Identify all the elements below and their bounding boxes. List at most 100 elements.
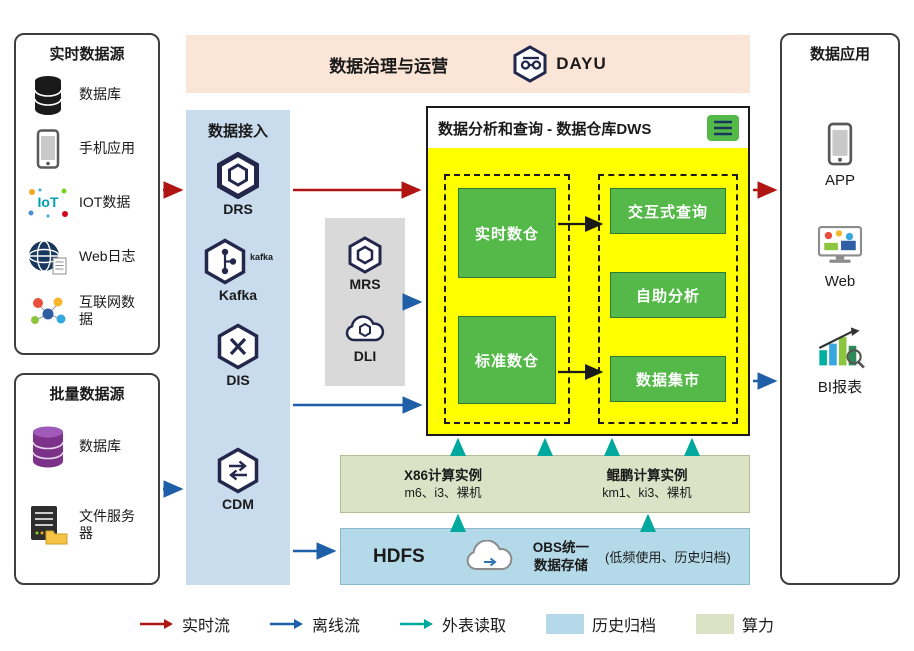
list-item: APP	[825, 122, 855, 189]
dayu-label: DAYU	[556, 54, 607, 73]
batch-sources-panel: 批量数据源 数据库	[14, 373, 160, 585]
internet-data-icon	[26, 294, 70, 328]
data-ingestion-panel: 数据接入 DRS kafka Kafka	[186, 110, 290, 585]
archive-swatch	[546, 614, 584, 634]
legend-label: 算力	[742, 618, 775, 635]
legend-item-offline-flow: 离线流	[269, 612, 360, 636]
applications-title: 数据应用	[809, 46, 870, 63]
x86-compute: X86计算实例 m6、i3、裸机	[341, 456, 545, 512]
obs-line2: 数据存储	[533, 557, 588, 573]
source-label: 数据库	[79, 438, 121, 455]
web-log-globe-icon	[26, 238, 70, 276]
warehouse-right-group	[598, 174, 738, 424]
realtime-warehouse-node: 实时数仓	[458, 188, 556, 278]
source-label: 互联网数据	[79, 293, 135, 328]
legend-label: 实时流	[181, 618, 230, 635]
iot-icon: IoT	[26, 186, 70, 220]
list-item: 互联网数据	[26, 284, 152, 338]
application-label: APP	[824, 172, 855, 189]
service-label: DIS	[226, 372, 250, 388]
database-icon	[26, 74, 70, 116]
kafka-wordmark: kafka	[249, 252, 274, 262]
list-item: IoT IOT数据	[26, 176, 152, 230]
storage-panel: HDFS OBS统一 数据存储 (低频使用、历史归档)	[340, 528, 750, 585]
obs-line1: OBS统一	[532, 539, 589, 555]
mrs-hexagon-icon	[348, 236, 382, 274]
realtime-sources-title: 实时数据源	[49, 46, 125, 63]
dayu-hexagon-icon	[513, 45, 547, 83]
drs-service: DRS	[186, 152, 290, 217]
source-label: 手机应用	[79, 140, 135, 157]
application-label: Web	[824, 273, 856, 290]
compute-spec: m6、i3、裸机	[404, 485, 482, 500]
service-label: MRS	[349, 276, 381, 292]
self-service-analysis-node: 自助分析	[610, 272, 726, 318]
realtime-sources-list: 数据库 手机应用 IoT	[16, 64, 158, 338]
cdm-service: CDM	[186, 447, 290, 512]
legend-label: 外表读取	[441, 618, 506, 635]
batch-sources-list: 数据库 文件服务器	[16, 404, 158, 564]
warehouse-left-group	[444, 174, 570, 424]
application-label: BI报表	[817, 379, 863, 396]
obs-cloud-icon	[466, 539, 513, 570]
kafka-hexagon-icon	[204, 238, 246, 285]
warehouse-panel: 数据分析和查询 - 数据仓库DWS 实时数仓 标准数仓 交互式查询 自助分析 数…	[426, 106, 750, 436]
compute-swatch	[696, 614, 735, 634]
kafka-service: kafka Kafka	[186, 238, 290, 303]
realtime-sources-panel: 实时数据源 数据库	[14, 33, 160, 355]
source-label: IOT数据	[79, 194, 131, 211]
mrs-service: MRS	[325, 236, 405, 292]
source-label: 文件服务器	[79, 507, 135, 542]
web-monitor-icon	[817, 226, 863, 263]
service-label: DRS	[223, 201, 253, 217]
source-label: 数据库	[79, 86, 121, 103]
legend-item-archive: 历史归档	[546, 612, 656, 636]
legend: 实时流 离线流 外表读取 历史归档 算力	[0, 612, 914, 636]
hdfs-label: HDFS	[373, 545, 425, 567]
source-label: Web日志	[79, 248, 136, 265]
obs-storage-label: OBS统一 数据存储	[533, 539, 589, 574]
standard-warehouse-node: 标准数仓	[458, 316, 556, 404]
legend-item-realtime-flow: 实时流	[139, 612, 230, 636]
list-item: 数据库	[26, 408, 152, 486]
interactive-query-node: 交互式查询	[610, 188, 726, 234]
service-label: CDM	[222, 496, 254, 512]
list-item: Web日志	[26, 230, 152, 284]
drs-hexagon-icon	[217, 152, 259, 199]
processing-panel: MRS DLI	[325, 218, 405, 386]
legend-label: 历史归档	[592, 618, 657, 635]
dis-service: DIS	[186, 323, 290, 388]
dli-service: DLI	[325, 312, 405, 364]
list-item: BI报表	[815, 326, 865, 397]
cdm-hexagon-icon	[217, 447, 259, 494]
compute-panel: X86计算实例 m6、i3、裸机 鲲鹏计算实例 km1、ki3、裸机	[340, 455, 750, 513]
svg-text:IoT: IoT	[38, 194, 59, 210]
legend-item-external-read: 外表读取	[399, 612, 506, 636]
external-read-legend-icon	[399, 619, 433, 629]
governance-title: 数据治理与运营	[329, 56, 449, 76]
service-label: Kafka	[218, 287, 258, 303]
dis-hexagon-icon	[217, 323, 259, 370]
data-mart-node: 数据集市	[610, 356, 726, 402]
dayu-product: DAYU	[512, 45, 607, 83]
compute-spec: km1、ki3、裸机	[602, 485, 692, 500]
warehouse-title: 数据分析和查询 - 数据仓库DWS	[438, 120, 652, 138]
app-phone-icon	[827, 122, 853, 166]
legend-item-compute: 算力	[696, 612, 774, 636]
mobile-app-icon	[26, 129, 70, 169]
realtime-flow-legend-icon	[139, 619, 173, 629]
dli-cloud-icon	[345, 315, 385, 342]
legend-label: 离线流	[311, 618, 360, 635]
compute-title: 鲲鹏计算实例	[606, 468, 688, 484]
list-item: Web	[816, 225, 864, 290]
obs-note: (低频使用、历史归档)	[605, 550, 731, 565]
list-item: 数据库	[26, 68, 152, 122]
applications-list: APP Web	[782, 64, 898, 397]
data-ingestion-title: 数据接入	[207, 123, 268, 140]
compute-title: X86计算实例	[403, 468, 483, 484]
bi-report-icon	[818, 327, 865, 369]
service-label: DLI	[353, 348, 377, 364]
applications-panel: 数据应用 APP Web	[780, 33, 900, 585]
dws-icon	[707, 115, 739, 141]
